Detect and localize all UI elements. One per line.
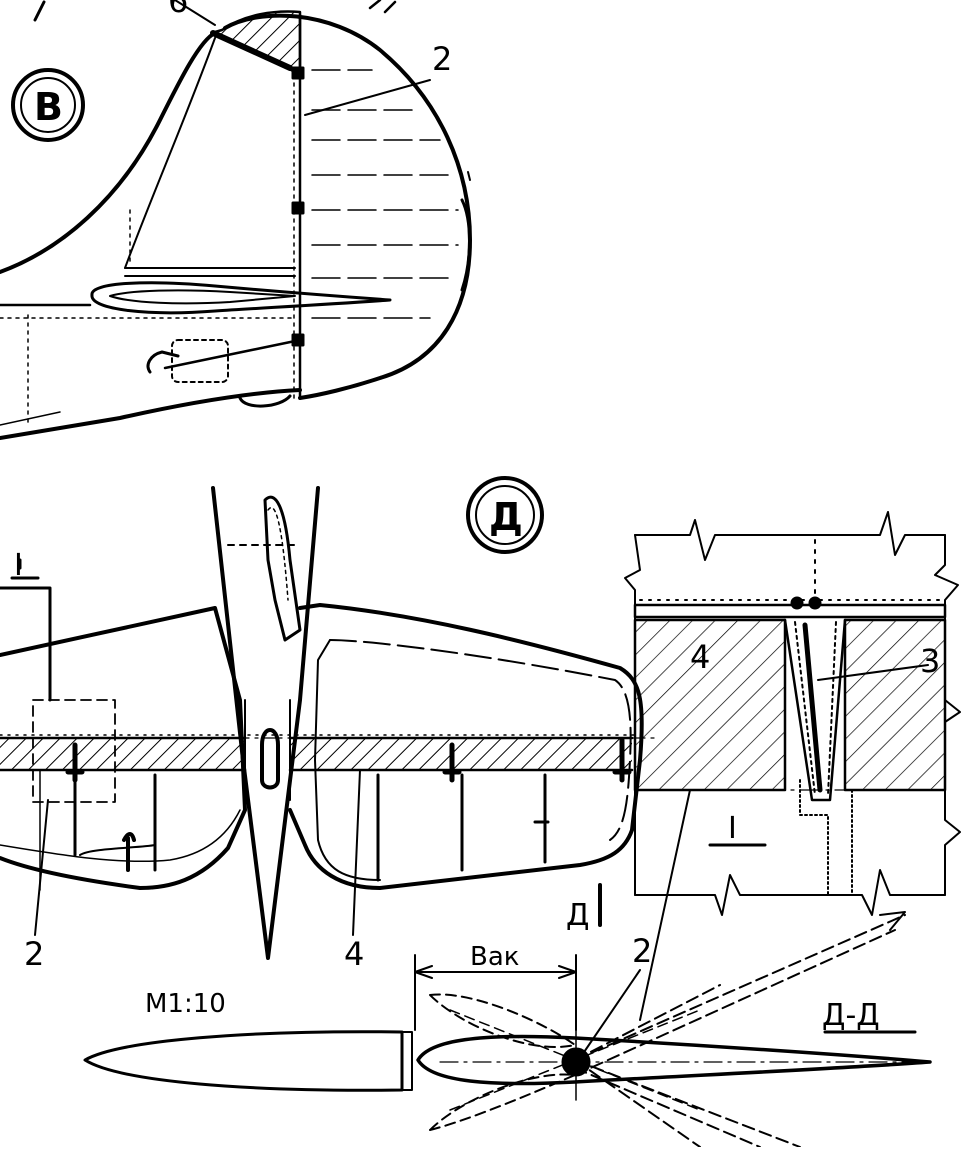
detail-marker-i: I [728,811,737,846]
section-arrow-label: Д [566,898,589,933]
callout-6: 6 [168,0,188,20]
callout-3-slot: 3 [920,642,940,680]
callout-2-left: 2 [24,935,44,973]
callout-4-block: 4 [690,638,710,676]
view-b-fin [0,0,472,440]
section-title: Д-Д [822,998,880,1033]
view-d-label: Д [489,495,523,539]
view-d-label-circle [466,476,544,554]
view-d-stabilizer [0,486,656,960]
detail-i-section [624,511,961,1021]
callout-leader [304,79,431,116]
section-d-d [83,883,932,1148]
dimension-label: Вак [470,942,519,972]
callout-2-spar: 2 [432,40,452,78]
scale-label: М1:10 [145,989,226,1019]
view-b-label: В [34,85,63,129]
callout-4-rib: 4 [344,935,364,973]
callout-2-axle: 2 [632,932,652,970]
section-marker-i: I [14,548,23,583]
view-b-label-circle [11,68,85,142]
